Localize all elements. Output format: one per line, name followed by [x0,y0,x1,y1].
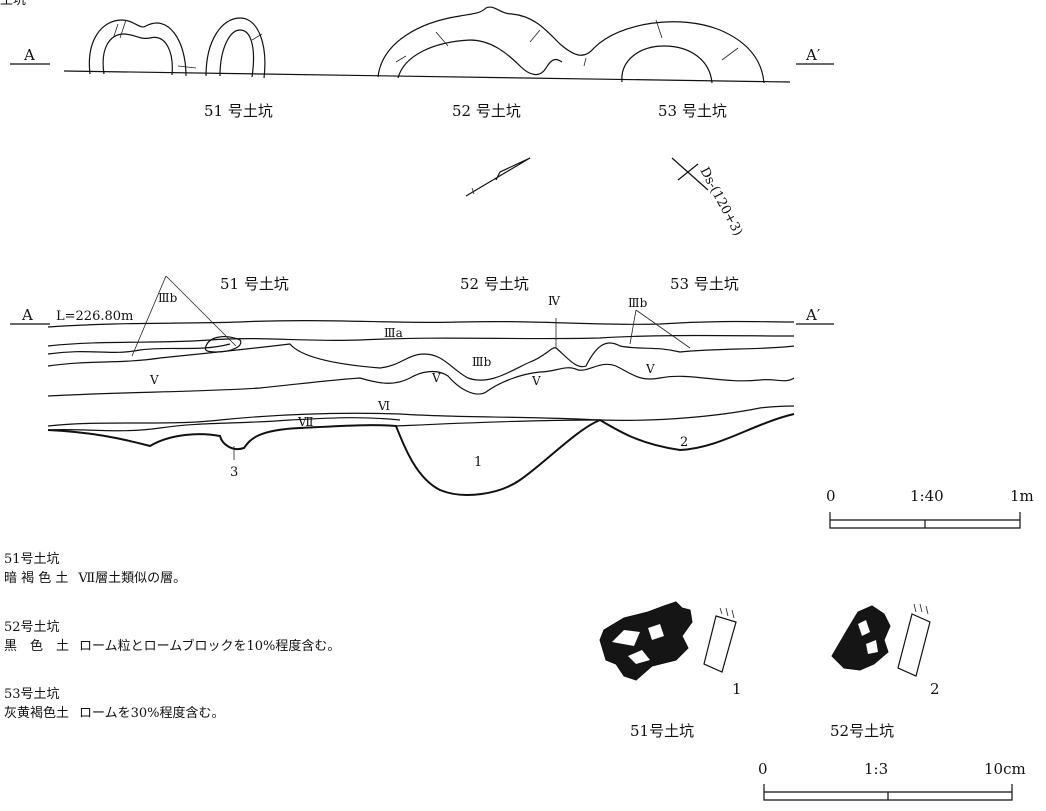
legend-desc-53: ロームを30%程度含む。 [79,706,225,721]
legend-soil-row-52: 黒 色 土ローム粒とロームブロックを10%程度含む。 [4,637,340,656]
artifact-1-pit: 51号土坑 [630,722,694,740]
plan-pit-51-label: 51 号土坑 [204,102,273,120]
scale-1-3-end: 10cm [984,760,1026,778]
soil-legend-52: 52号土坑 黒 色 土ローム粒とロームブロックを10%程度含む。 [4,618,340,656]
fill-number-3: 3 [230,465,238,480]
section-surface [47,319,795,328]
artifact-1: 1 51号土坑 [599,601,742,740]
legend-pit-51: 51号土坑 [4,552,60,567]
legend-desc-51: Ⅶ層土類似の層。 [78,571,187,586]
layer-label-V-b: Ⅴ [531,374,541,388]
scale-1-3-ratio: 1:3 [864,760,888,778]
plan-ground-line [63,70,791,83]
section-pit-52-label: 52 号土坑 [460,275,529,293]
pit-51-outline-b [205,17,266,79]
legend-soil-51: 暗 褐 色 土 [4,571,69,586]
legend-pit-53: 53号土坑 [4,687,60,702]
section-pit-51-label: 51 号土坑 [220,275,289,293]
plan-marker-a: A [23,46,35,64]
scale-1-40-end: 1m [1010,487,1034,505]
legend-soil-row-53: 灰黄褐色土ロームを30%程度含む。 [4,704,225,723]
layer-label-IIIa: Ⅲa [384,326,403,340]
section-elevation: L=226.80m [56,309,133,324]
scale-1-40-ratio: 1:40 [910,487,944,505]
pit-51-outline-a [88,19,187,77]
legend-soil-row-51: 暗 褐 色 土 Ⅶ層土類似の層。 [4,569,186,588]
artifact-2-number: 2 [930,680,940,698]
plan-view: A A′ 51 号土坑 52 号土坑 53 号土坑 [10,6,834,120]
layer-label-V-c: Ⅴ [645,362,655,376]
pit-52-53-outline [377,6,765,84]
section-marker-a-prime: A′ [805,306,821,324]
scale-1-40-zero: 0 [826,487,836,505]
layer-VII-bottom [47,417,401,432]
legend-soil-53: 灰黄褐色土 [4,706,70,721]
grid-reference-label: Ds-(120+3) [696,165,745,239]
scale-1-3-zero: 0 [758,760,768,778]
fill-number-2: 2 [680,435,688,450]
scale-bar-1-3: 0 1:3 10cm [758,760,1026,801]
north-arrow [465,157,531,197]
fill-number-1: 1 [474,455,482,470]
legend-pit-52: 52号土坑 [4,620,60,635]
legend-desc-52: ローム粒とロームブロックを10%程度含む。 [79,639,341,654]
layer-IIIa-bottom [47,334,795,347]
layer-label-IIIb-center: Ⅲb [472,355,492,369]
plan-pit-53-label: 53 号土坑 [658,102,727,120]
artifact-2-pit: 52号土坑 [830,722,894,740]
layer-label-V-a: Ⅴ [431,371,441,385]
legend-soil-52: 黒 色 土 [4,639,70,654]
section-view: A A′ L=226.80m 51 号土坑 52 号土坑 53 号土坑 Ⅲb Ⅲ… [10,275,834,496]
pit-fill-1 [47,413,795,496]
layer-label-IIIb-left: Ⅲb [158,291,178,305]
layer-IIIb-bottom [47,342,795,381]
section-pit-53-label: 53 号土坑 [670,275,739,293]
artifact-2: 2 52号土坑 [830,603,940,740]
layer-label-VII: Ⅶ [297,415,314,429]
layer-label-IV: Ⅳ [548,294,561,308]
plan-pit-52-label: 52 号土坑 [452,102,521,120]
section-marker-a: A [21,306,33,324]
soil-legend-51: 51号土坑 暗 褐 色 土 Ⅶ層土類似の層。 [4,550,186,588]
layer-label-V-left: Ⅴ [149,373,159,387]
scale-bar-1-40: 0 1:40 1m [826,487,1034,529]
artifact-1-number: 1 [732,680,742,698]
soil-legend-53: 53号土坑 灰黄褐色土ロームを30%程度含む。 [4,685,225,723]
layer-label-IIIb-right: Ⅲb [628,296,648,310]
figure-title-partial: 土坑 [0,0,26,8]
layer-label-VI: Ⅵ [377,399,390,413]
plan-marker-a-prime: A′ [805,46,821,64]
grid-reference: Ds-(120+3) [671,157,745,239]
